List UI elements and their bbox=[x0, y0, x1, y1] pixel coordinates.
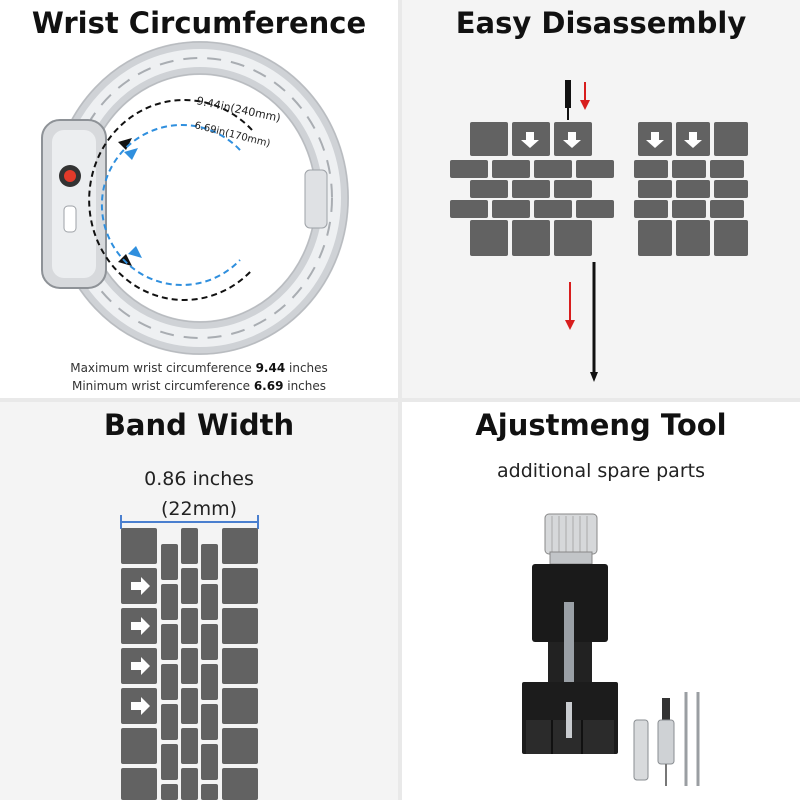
pin-tool-top bbox=[565, 80, 571, 108]
width-inches: 0.86 inches bbox=[144, 468, 254, 490]
min-caption-unit: inches bbox=[283, 379, 327, 393]
max-caption: Maximum wrist circumference 9.44 inches bbox=[0, 361, 398, 375]
easy-disassembly-panel: Easy Disassembly bbox=[402, 0, 800, 398]
down-arrows-right bbox=[646, 132, 702, 148]
min-caption-text: Minimum wrist circumference bbox=[71, 379, 254, 393]
min-arc-label: 6.69in(170mm) bbox=[193, 120, 271, 150]
right-arrows bbox=[131, 577, 150, 715]
max-caption-text: Maximum wrist circumference bbox=[70, 361, 256, 375]
band-width-title: Band Width bbox=[103, 408, 295, 442]
tool-knob bbox=[544, 513, 598, 565]
width-mm: (22mm) bbox=[160, 498, 238, 520]
tool-subtitle: additional spare parts bbox=[497, 460, 705, 482]
down-arrows-left bbox=[521, 132, 581, 148]
band-width-diagram bbox=[120, 515, 259, 800]
clasp bbox=[304, 169, 328, 229]
max-caption-unit: inches bbox=[285, 361, 328, 375]
band-width-panel: Band Width 0.86 inches (22mm) bbox=[0, 402, 398, 800]
min-value: 6.69 bbox=[253, 379, 284, 393]
wrist-circumference-panel: Wrist Circumference bbox=[0, 0, 398, 398]
spare-parts bbox=[633, 692, 700, 786]
min-caption: Minimum wrist circumference 6.69 inches bbox=[0, 379, 398, 393]
disassembly-diagram bbox=[450, 80, 748, 382]
wrist-title: Wrist Circumference bbox=[31, 6, 367, 40]
disassembly-title: Easy Disassembly bbox=[455, 6, 747, 40]
band-links bbox=[121, 528, 258, 800]
max-value: 9.44 bbox=[255, 361, 286, 375]
adjust-tool-panel: Ajustmeng Tool additional spare parts bbox=[402, 402, 800, 800]
tool-body bbox=[522, 564, 618, 754]
max-dashed-arc bbox=[88, 99, 253, 301]
min-dashed-arc bbox=[100, 124, 241, 286]
tool-title: Ajustmeng Tool bbox=[475, 408, 727, 442]
watch-case bbox=[41, 119, 107, 289]
side-button bbox=[63, 205, 77, 233]
watch-illustration: 9.44in(240mm) 6.69in(170mm) bbox=[41, 41, 349, 355]
link-group-right bbox=[634, 122, 748, 256]
tool-illustration bbox=[522, 513, 700, 786]
